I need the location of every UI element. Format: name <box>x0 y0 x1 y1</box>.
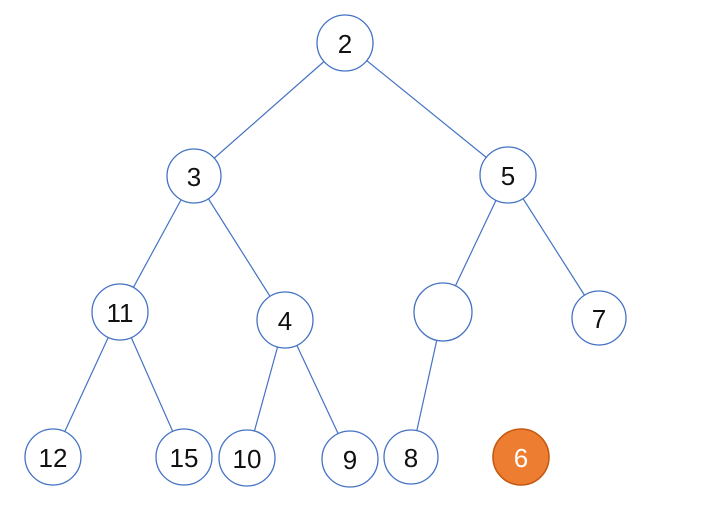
tree-edge-n2-n3 <box>193 42 346 177</box>
node-label: 10 <box>233 444 262 474</box>
node-circle <box>24 428 82 486</box>
node-label: 15 <box>170 443 199 473</box>
node-circle <box>155 428 213 486</box>
tree-edges <box>52 42 600 460</box>
tree-edge-n2-n5 <box>344 42 509 176</box>
tree-node-8: 8 <box>383 429 439 485</box>
node-circle <box>571 290 627 346</box>
node-circle <box>166 148 222 204</box>
tree-node-empty <box>413 282 473 342</box>
tree-node-15: 15 <box>155 428 213 486</box>
node-circle <box>321 430 379 488</box>
node-label: 3 <box>187 162 201 192</box>
tree-node-7: 7 <box>571 290 627 346</box>
node-label: 6 <box>514 443 528 473</box>
highlighted-node-circle <box>492 428 550 486</box>
node-label: 5 <box>501 161 515 191</box>
node-label: 7 <box>592 304 606 334</box>
node-circle <box>413 282 473 342</box>
tree-node-4: 4 <box>256 291 314 349</box>
node-circle <box>91 283 149 341</box>
node-circle <box>383 429 439 485</box>
tree-node-6: 6 <box>492 428 550 486</box>
node-circle <box>256 291 314 349</box>
node-label: 11 <box>107 298 134 328</box>
tree-node-5: 5 <box>479 146 537 204</box>
node-circle <box>218 429 276 487</box>
node-label: 9 <box>343 445 357 475</box>
node-circle <box>479 146 537 204</box>
tree-node-12: 12 <box>24 428 82 486</box>
node-label: 2 <box>338 29 352 59</box>
node-label: 12 <box>39 443 68 473</box>
node-label: 4 <box>278 306 292 336</box>
tree-node-10: 10 <box>218 429 276 487</box>
node-circle <box>316 14 374 72</box>
tree-node-2: 2 <box>316 14 374 72</box>
tree-node-9: 9 <box>321 430 379 488</box>
node-label: 8 <box>404 443 418 473</box>
tree-node-11: 11 <box>91 283 149 341</box>
tree-node-3: 3 <box>166 148 222 204</box>
